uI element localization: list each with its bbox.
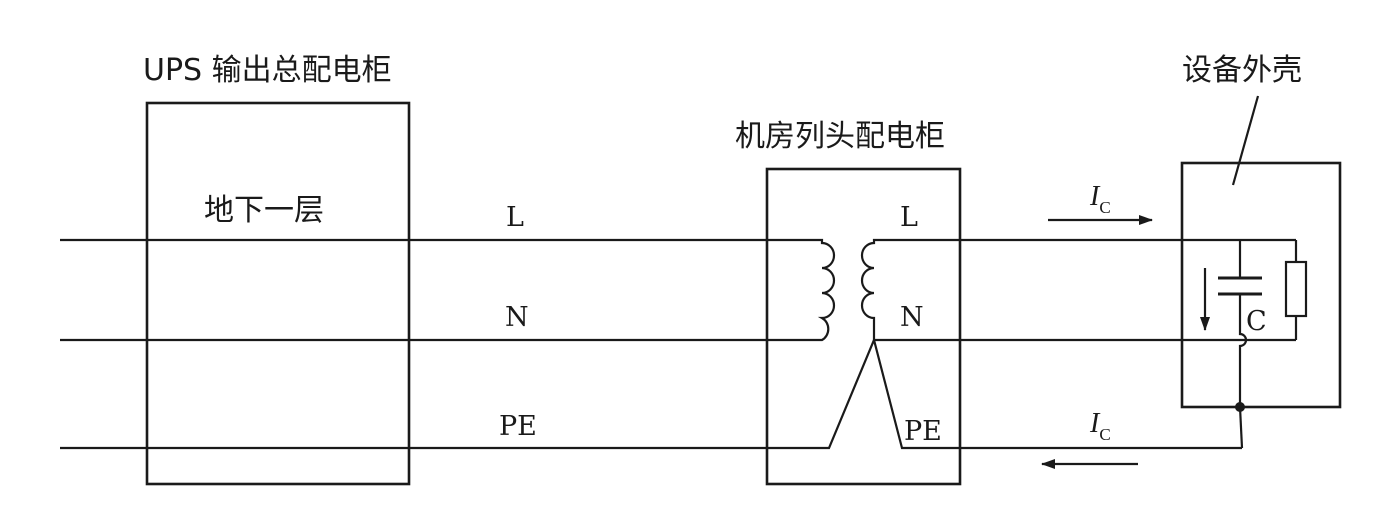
resistor — [1284, 260, 1308, 318]
capacitor-lead-bottom — [1238, 294, 1248, 407]
row-cabinet-title: 机房列头配电柜 — [735, 119, 945, 154]
label-PE-main: PE — [499, 411, 537, 442]
ups-cabinet-title: UPS 输出总配电柜 — [143, 53, 392, 88]
equipment-leader — [1231, 95, 1260, 186]
primary-coil — [768, 238, 836, 342]
secondary-coil — [860, 238, 958, 342]
n-pe-bond — [768, 336, 958, 450]
label-L-row: L — [900, 202, 918, 233]
label-N-main: N — [505, 302, 529, 333]
equipment-title: 设备外壳 — [1182, 53, 1302, 88]
capacitor-label: C — [1246, 306, 1267, 337]
ground-to-pe — [1238, 406, 1244, 449]
row-cabinet-box — [765, 167, 962, 486]
ups-cabinet-box — [145, 101, 411, 486]
label-PE-row: PE — [904, 416, 942, 447]
label-L-main: L — [506, 202, 524, 233]
current-label-top: IC — [1089, 181, 1111, 217]
equipment-box — [1180, 161, 1342, 409]
ups-floor-label: 地下一层 — [204, 193, 324, 228]
ground-junction-dot — [1235, 402, 1245, 412]
label-N-row: N — [900, 302, 924, 333]
current-label-bottom: IC — [1089, 408, 1111, 444]
